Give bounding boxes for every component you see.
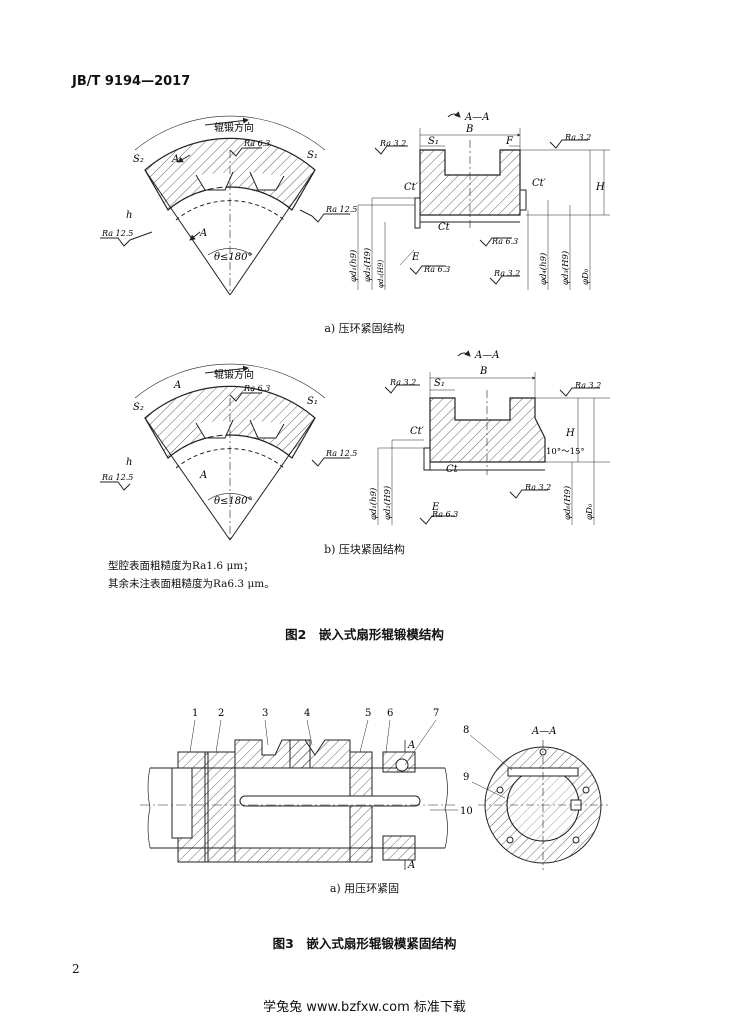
fig3-label-9: 9 [463,772,469,783]
figure3-title: 图3 嵌入式扇形辊锻模紧固结构 [272,936,457,951]
fig2b-d0-label: φD₀ [585,503,595,520]
fig2b-h-label: h [126,457,132,468]
fig2b-h-label-section: H [565,428,575,439]
fig2b-ra-right: Ra 12.5 [325,449,357,458]
fig2b-s1-label-section: S₁ [434,378,445,389]
fig2b-ct-prime: Ct′ [410,426,425,437]
fig2a-ra-left: Ra 12.5 [101,229,133,238]
fig2a-section-view [357,111,610,290]
fig2a-h-label-section: H [595,182,605,193]
fig2a-ra63-b: Ra 6.3 [423,265,450,274]
figure2-title: 图2 嵌入式扇形辊锻模结构 [285,627,444,642]
fig2a-section-a-top: A [171,154,179,165]
fig3-label-10: 10 [460,806,473,817]
fig2b-b-label: B [479,366,487,377]
fig2b-angle-label-section: 10°～15° [546,447,585,457]
fig2b-caption: b) 压块紧固结构 [324,543,405,556]
fig3-label-8: 8 [463,725,469,736]
fig2a-ra-top: Ra 6.3 [243,139,270,148]
fig3-label-2: 2 [218,708,224,719]
fig2a-ra32-a: Ra 3.2 [379,139,406,148]
fig2b-d1-label: φd₁(h9) [368,488,379,520]
footer-watermark: 学兔兔 www.bzfxw.com 标准下载 [263,1000,466,1015]
fig2b-ra63: Ra 6.3 [431,510,458,519]
fig2a-d5-label: φd₅(H9) [377,260,385,288]
fig3-cut-a-bottom: A [407,860,415,871]
fig3a-caption: a) 用压环紧固 [329,882,400,895]
fig2a-sector-view [100,115,350,296]
fig2b-angle-label: θ≤180° [214,496,253,507]
fig3-label-1: 1 [192,708,198,719]
fig2b-d6-label: φd₆(H9) [562,486,573,520]
fig2a-ra63-a: Ra 6.3 [491,237,518,246]
page-number: 2 [72,962,80,976]
fig2a-e-label: E [411,252,420,263]
fig2b-section-a-bottom: A [199,470,207,481]
fig2a-ra-right: Ra 12.5 [325,205,357,214]
fig2b-ra32-c: Ra 3.2 [524,483,551,492]
fig2b-section-view [377,350,610,525]
fig2a-s1-label: S₁ [307,150,318,161]
fig3-label-4: 4 [304,708,310,719]
fig2b-sector-view [100,363,350,541]
fig2b-ra-left: Ra 12.5 [101,473,133,482]
fig2a-ct-prime-right: Ct′ [532,178,547,189]
fig2b-direction-label: 辊锻方向 [214,368,254,381]
fig2a-direction-label: 辊锻方向 [214,121,254,134]
fig3-cut-a-top: A [407,740,415,751]
note-line-1: 型腔表面粗糙度为Ra1.6 μm； [108,560,254,572]
fig2a-section-a-bottom: A [199,228,207,239]
fig2b-s1-label: S₁ [307,396,318,407]
fig2b-section-a-top: A [173,380,181,391]
note-line-2: 其余未注表面粗糙度为Ra6.3 μm。 [108,578,275,590]
fig2b-d2-label: φd₂(H9) [382,486,393,520]
fig3-label-3: 3 [262,708,268,719]
fig3-label-5: 5 [365,708,371,719]
fig3-label-6: 6 [387,708,393,719]
standard-header: JB/T 9194—2017 [72,74,191,89]
fig2a-b-label: B [465,124,473,135]
fig2a-ra32-b: Ra 3.2 [564,133,591,142]
fig2b-ct-label: Ct [446,464,459,475]
fig2a-s1-label-section: S₁ [428,136,439,147]
fig2a-d1-label: φd₁(h9) [348,250,359,282]
fig2b-aa-label: A—A [474,350,499,361]
fig2b-s2-label: S₂ [133,402,144,413]
fig2b-ra32-a: Ra 3.2 [389,378,416,387]
fig2a-d3-label: φd₃(H9) [560,251,571,285]
fig3-label-7: 7 [433,708,439,719]
fig2a-f-label: F [505,136,514,147]
fig2a-d2-label: φd₂(H9) [362,248,373,282]
fig3a-assembly-view [140,719,458,870]
fig2a-d0-label: φD₀ [581,268,591,285]
fig2a-ra32-c: Ra 3.2 [493,269,520,278]
fig2a-aa-label: A—A [464,112,489,123]
fig2a-h-label: h [126,210,132,221]
fig2a-caption: a) 压环紧固结构 [324,322,405,335]
fig2a-s2-label: S₂ [133,154,144,165]
fig2a-angle-label: θ≤180° [214,252,253,263]
fig3-section-aa: A—A [531,726,556,737]
fig2b-ra32-b: Ra 3.2 [574,381,601,390]
fig2a-ct-prime-left: Ct′ [404,182,419,193]
fig2a-d4-label: φd₄(h9) [538,253,549,285]
fig2b-ra-top: Ra 6.3 [243,384,270,393]
fig2a-ct-label: Ct [438,222,451,233]
fig3a-section-circle [469,734,608,870]
fig2b-e-label: E [431,502,440,513]
